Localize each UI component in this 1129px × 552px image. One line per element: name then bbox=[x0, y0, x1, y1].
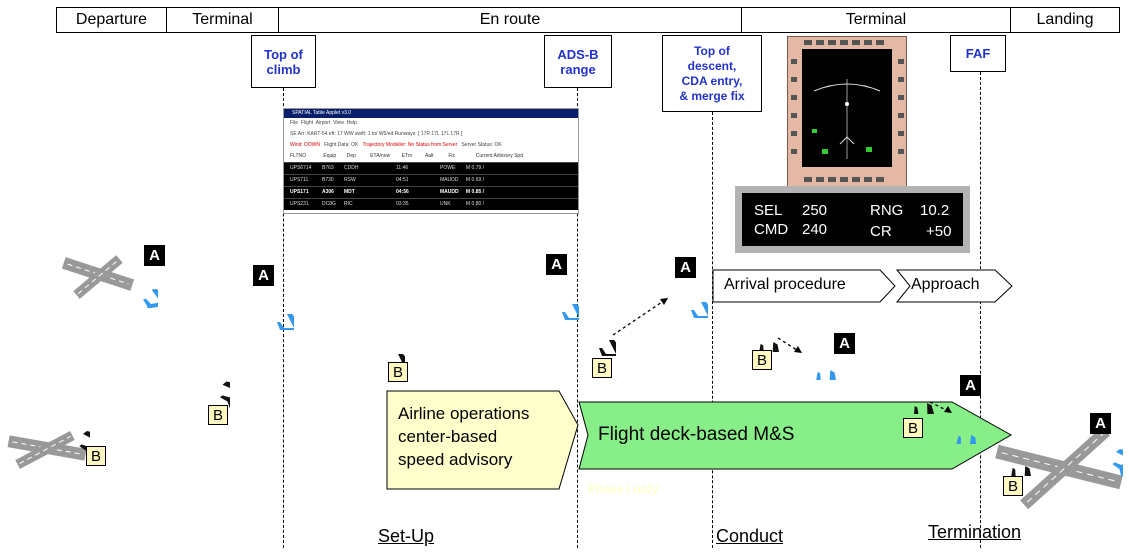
phase-bar: Departure Terminal En route Terminal Lan… bbox=[56, 7, 1120, 33]
pointer-line-2 bbox=[777, 337, 801, 353]
badge-a: A bbox=[253, 265, 274, 286]
cmd-label: CMD bbox=[754, 221, 789, 238]
menu-view: View bbox=[333, 120, 344, 126]
phase-note: Phase I only bbox=[588, 482, 659, 496]
rng-value: 10.2 bbox=[920, 202, 950, 219]
pointer-line-1 bbox=[612, 297, 669, 336]
top-of-climb-line bbox=[283, 88, 284, 548]
rng-label: RNG bbox=[870, 202, 904, 219]
badge-b: B bbox=[1003, 476, 1023, 496]
plane-b-departure-icon bbox=[50, 418, 90, 458]
top-of-descent-label: Top of descent, CDA entry, & merge fix bbox=[662, 35, 762, 112]
display-screen bbox=[802, 49, 892, 167]
badge-b: B bbox=[388, 362, 408, 382]
badge-b: B bbox=[752, 350, 772, 370]
phase-landing: Landing bbox=[1036, 11, 1094, 28]
phase-en-route: En route bbox=[279, 8, 742, 32]
approach-label: Approach bbox=[911, 276, 980, 293]
badge-a: A bbox=[960, 375, 981, 396]
badge-a: A bbox=[546, 254, 567, 275]
stage-termination: Termination bbox=[928, 522, 1022, 542]
faf-line bbox=[980, 72, 981, 548]
cockpit-navigation-display bbox=[787, 36, 907, 188]
plane-a-enroute-icon bbox=[539, 280, 579, 320]
menu-flight: Flight bbox=[300, 120, 314, 126]
adsb-range-label: ADS-B range bbox=[544, 35, 612, 88]
badge-a: A bbox=[675, 257, 696, 278]
speed-readout-panel: SEL 250 RNG 10.2 CMD 240 CR +50 bbox=[735, 186, 970, 253]
cr-value: +50 bbox=[926, 223, 952, 240]
badge-a: A bbox=[1090, 413, 1111, 434]
badge-b: B bbox=[592, 358, 612, 378]
badge-b: B bbox=[86, 446, 106, 466]
arrival-procedure-label: Arrival procedure bbox=[724, 276, 846, 293]
readout-screen: SEL 250 RNG 10.2 CMD 240 CR +50 bbox=[742, 193, 963, 246]
badge-a: A bbox=[834, 333, 855, 354]
menu-file: File bbox=[290, 120, 299, 126]
badge-b: B bbox=[903, 418, 923, 438]
approach-shape bbox=[895, 269, 1013, 303]
menu-airport: Airport bbox=[315, 120, 331, 126]
sel-value: 250 bbox=[802, 202, 828, 219]
runway-departure-bottom bbox=[7, 431, 87, 469]
stage-conduct: Conduct bbox=[716, 526, 784, 546]
menu-help: Help bbox=[346, 120, 357, 126]
runway-landing bbox=[995, 426, 1123, 510]
spatial-table-applet: SPATIAL Table Applet v3.0 File Flight Ai… bbox=[283, 108, 579, 214]
applet-menu: File Flight Airport View Help bbox=[284, 118, 578, 129]
plane-a-landing-icon bbox=[1083, 436, 1123, 476]
plane-a-departure-icon bbox=[118, 268, 158, 308]
plane-b-adsb-icon bbox=[576, 316, 616, 356]
cr-label: CR bbox=[870, 223, 892, 240]
plane-b-approach-icon bbox=[897, 374, 937, 414]
phase-departure: Departure bbox=[57, 8, 167, 32]
phase-terminal-1: Terminal bbox=[167, 8, 279, 32]
plane-b-landing-icon bbox=[996, 436, 1036, 476]
stage-setup: Set-Up bbox=[378, 526, 435, 546]
plane-b-arrival-icon bbox=[744, 312, 784, 352]
flight-deck-label: Flight deck-based M&S bbox=[598, 424, 795, 445]
runway-departure-top bbox=[61, 255, 135, 299]
applet-title: SPATIAL Table Applet v3.0 bbox=[284, 109, 578, 118]
phase-terminal-2: Terminal bbox=[742, 8, 1011, 32]
plane-a-climb-icon bbox=[254, 290, 294, 330]
faf-label: FAF bbox=[950, 35, 1006, 72]
badge-b: B bbox=[208, 405, 228, 425]
top-of-descent-line bbox=[712, 112, 713, 548]
display-bezel-buttons bbox=[791, 40, 904, 182]
cmd-value: 240 bbox=[802, 221, 828, 238]
airline-ops-shape bbox=[386, 390, 579, 490]
plane-a-descent-icon bbox=[668, 278, 708, 318]
sel-label: SEL bbox=[754, 202, 783, 219]
airline-ops-label: Airline operations center-based speed ad… bbox=[398, 404, 530, 469]
plane-a-approach-icon bbox=[943, 404, 983, 444]
arrival-procedure-shape bbox=[712, 269, 896, 303]
applet-info: SE Arr: KART-54 eft: 17 WW swift: 1 to/ … bbox=[290, 131, 463, 137]
top-of-climb-label: Top of climb bbox=[251, 35, 316, 88]
badge-a: A bbox=[144, 245, 165, 266]
applet-status: Wind: DOWN Flight Data: OK Trajectory Mo… bbox=[290, 142, 502, 148]
plane-b-terminal-icon bbox=[190, 370, 230, 410]
applet-table-header: FLTNO Equip Dep ETA/now ETm Aalt Fix Cur… bbox=[284, 151, 578, 162]
display-graphics bbox=[812, 79, 881, 159]
